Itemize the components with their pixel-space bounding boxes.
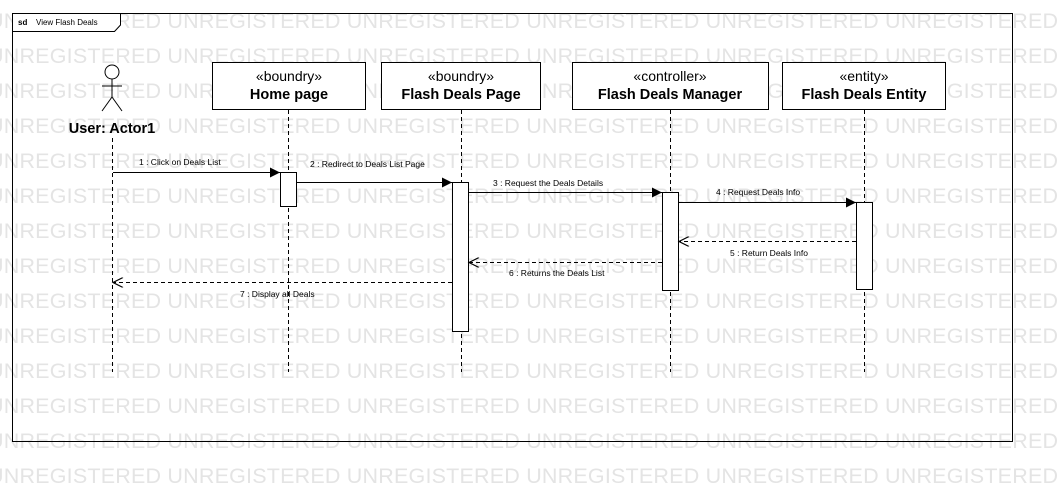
message-3: 3 : Request the Deals Details [469, 178, 662, 198]
lifeline-stereotype: «boundry» [256, 68, 322, 84]
message-label: 3 : Request the Deals Details [493, 178, 603, 188]
actor-left-leg [101, 96, 113, 112]
lifeline-name: Flash Deals Page [401, 87, 520, 103]
message-label: 4 : Request Deals Info [716, 187, 800, 197]
lifeline-name: Flash Deals Manager [598, 87, 743, 103]
lifeline-stereotype: «controller» [633, 68, 706, 84]
lifeline-box [212, 62, 366, 110]
message-7: 7 : Display all Deals [113, 283, 452, 299]
message-label: 5 : Return Deals Info [730, 248, 808, 258]
actor-right-leg [111, 96, 123, 112]
lifeline-name: Flash Deals Entity [802, 87, 927, 103]
lifeline-flash-deals-page: «boundry» Flash Deals Page [381, 62, 541, 110]
message-6: 6 : Returns the Deals List [469, 263, 662, 278]
message-label: 2 : Redirect to Deals List Page [310, 159, 425, 169]
message-label: 1 : Click on Deals List [139, 157, 221, 167]
actor-name: User: Actor1 [69, 121, 156, 137]
flash-deals-page-activation [452, 182, 469, 332]
actor: User: Actor1 [69, 64, 156, 137]
frame-title-tab [12, 13, 121, 32]
home-page-activation [280, 172, 297, 207]
flash-deals-entity-activation [856, 202, 873, 290]
lifeline-box [782, 62, 946, 110]
lifeline-home-page: «boundry» Home page [212, 62, 366, 110]
lifeline-flash-deals-manager: «controller» Flash Deals Manager [572, 62, 769, 110]
message-5: 5 : Return Deals Info [679, 242, 856, 258]
message-2: 2 : Redirect to Deals List Page [297, 159, 452, 188]
sd-frame [12, 13, 1013, 442]
frame-title: View Flash Deals [36, 18, 98, 27]
message-1: 1 : Click on Deals List [113, 157, 280, 178]
message-4: 4 : Request Deals Info [679, 187, 856, 208]
lifeline-box [381, 62, 541, 110]
lifeline-box [572, 62, 769, 110]
lifeline-name: Home page [250, 87, 328, 103]
message-label: 6 : Returns the Deals List [509, 268, 605, 278]
actor-head-icon [104, 64, 120, 80]
message-label: 7 : Display all Deals [240, 289, 315, 299]
lifeline-stereotype: «boundry» [428, 68, 494, 84]
flash-deals-manager-activation [662, 192, 679, 291]
lifeline-stereotype: «entity» [839, 68, 888, 84]
lifeline-flash-deals-entity: «entity» Flash Deals Entity [782, 62, 946, 110]
frame-keyword: sd [18, 18, 27, 27]
